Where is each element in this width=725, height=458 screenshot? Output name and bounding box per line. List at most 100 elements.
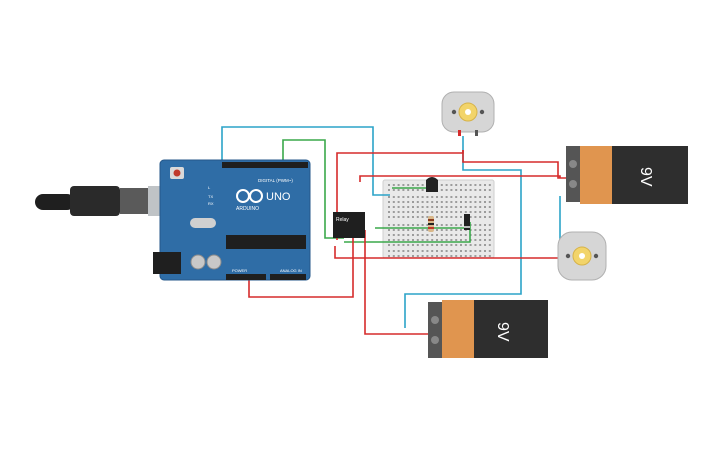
breadboard-hole [460, 201, 462, 203]
breadboard-hole [474, 206, 477, 208]
breadboard-hole [436, 224, 438, 226]
breadboard-hole [416, 255, 419, 257]
breadboard-hole [416, 239, 419, 241]
breadboard-hole [464, 206, 467, 208]
breadboard-hole [402, 201, 405, 203]
breadboard-hole [455, 244, 458, 246]
breadboard-hole [426, 239, 429, 241]
breadboard-hole [460, 211, 462, 213]
breadboard-hole [436, 201, 438, 203]
breadboard-hole [460, 216, 462, 218]
breadboard-hole [426, 206, 429, 208]
breadboard-hole [407, 250, 410, 252]
breadboard-hole [416, 234, 419, 236]
arduino-uno-board[interactable]: UNO ARDUINO DIGITAL (PWM~) POWER ANALOG … [153, 159, 311, 281]
breadboard-hole [455, 234, 458, 236]
resistor[interactable] [428, 216, 434, 232]
breadboard-hole [402, 239, 405, 241]
rx-label: RX [208, 201, 214, 206]
breadboard-hole [484, 189, 486, 191]
breadboard-hole [440, 216, 443, 218]
breadboard-hole [464, 211, 467, 213]
breadboard-hole [392, 255, 395, 257]
breadboard-hole [450, 201, 453, 203]
breadboard-hole [407, 229, 410, 231]
breadboard-hole [416, 206, 419, 208]
breadboard-hole [392, 196, 395, 198]
dc-motor-top[interactable] [441, 91, 495, 136]
breadboard-hole [488, 239, 491, 241]
breadboard-hole [488, 216, 491, 218]
breadboard-hole [421, 244, 424, 246]
breadboard-hole [479, 201, 482, 203]
breadboard[interactable] [382, 179, 495, 259]
breadboard-hole [388, 229, 390, 231]
breadboard-hole [412, 239, 414, 241]
power-jack[interactable] [153, 252, 181, 274]
breadboard-hole [392, 189, 395, 191]
breadboard-hole [484, 201, 486, 203]
breadboard-hole [450, 255, 453, 257]
breadboard-hole [412, 206, 414, 208]
breadboard-hole [479, 255, 482, 257]
uno-label: UNO [266, 191, 291, 203]
breadboard-hole [474, 255, 477, 257]
breadboard-hole [488, 224, 491, 226]
usb-cable[interactable] [35, 186, 170, 216]
dc-motor-right[interactable] [557, 231, 607, 281]
breadboard-hole [412, 234, 414, 236]
breadboard-hole [445, 250, 448, 252]
breadboard-hole [464, 234, 467, 236]
relay[interactable]: Relay [333, 212, 365, 238]
battery-top-label: 9V [637, 167, 654, 187]
breadboard-hole [445, 206, 448, 208]
breadboard-hole [440, 224, 443, 226]
breadboard-hole [412, 250, 414, 252]
breadboard-hole [426, 255, 429, 257]
breadboard-hole [392, 239, 395, 241]
breadboard-hole [397, 201, 400, 203]
breadboard-hole [464, 255, 467, 257]
breadboard-hole [479, 206, 482, 208]
breadboard-hole [488, 255, 491, 257]
breadboard-hole [416, 224, 419, 226]
digital-header[interactable] [222, 162, 308, 168]
breadboard-hole [469, 250, 472, 252]
breadboard-hole [440, 244, 443, 246]
breadboard-hole [421, 234, 424, 236]
wire-red-motor2 [400, 175, 561, 178]
breadboard-hole [392, 216, 395, 218]
digital-label: DIGITAL (PWM~) [258, 178, 293, 183]
transistor[interactable] [426, 177, 438, 192]
breadboard-hole [407, 196, 410, 198]
breadboard-hole [464, 184, 467, 186]
analog-header[interactable] [270, 274, 306, 280]
relay-label: Relay [336, 217, 349, 223]
battery-9v-bottom[interactable]: 9V [428, 300, 548, 358]
breadboard-hole [445, 216, 448, 218]
breadboard-hole [412, 184, 414, 186]
breadboard-hole [402, 216, 405, 218]
breadboard-hole [421, 196, 424, 198]
atmega-chip [226, 235, 306, 249]
breadboard-hole [397, 196, 400, 198]
battery-9v-top[interactable]: 9V [566, 146, 688, 204]
power-header[interactable] [226, 274, 266, 280]
breadboard-hole [431, 201, 434, 203]
breadboard-hole [397, 211, 400, 213]
breadboard-hole [455, 250, 458, 252]
breadboard-hole [440, 196, 443, 198]
breadboard-hole [460, 244, 462, 246]
breadboard-hole [474, 201, 477, 203]
diode[interactable] [464, 214, 470, 230]
breadboard-hole [474, 211, 477, 213]
breadboard-hole [460, 229, 462, 231]
breadboard-hole [407, 206, 410, 208]
breadboard-hole [479, 250, 482, 252]
breadboard-hole [484, 224, 486, 226]
breadboard-hole [431, 255, 434, 257]
breadboard-hole [479, 189, 482, 191]
breadboard-hole [397, 234, 400, 236]
breadboard-hole [402, 211, 405, 213]
